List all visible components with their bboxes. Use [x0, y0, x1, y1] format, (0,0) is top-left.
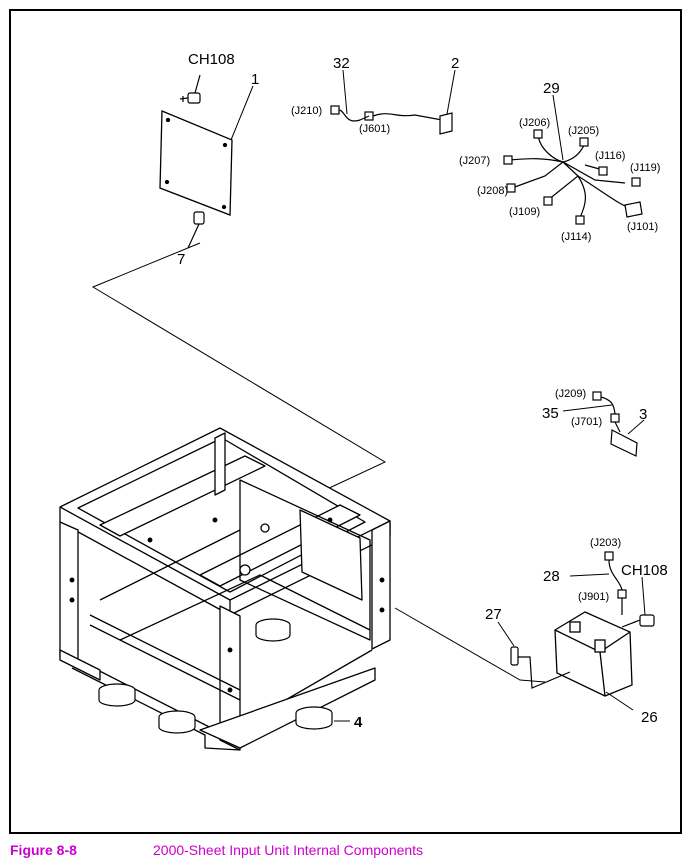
label-ch108-top: CH108: [188, 51, 235, 68]
label-j206: (J206): [519, 117, 550, 129]
label-part-26: 26: [641, 709, 658, 726]
label-j601: (J601): [359, 123, 390, 135]
leader-board-to-frame: [91, 242, 387, 498]
label-j210: (J210): [291, 105, 322, 117]
label-j203: (J203): [590, 537, 621, 549]
label-part-29: 29: [543, 80, 560, 97]
leader-1: [230, 85, 254, 141]
part-1-board: [159, 110, 233, 216]
part-27-connector: [497, 621, 571, 689]
label-j116: (J116): [595, 150, 625, 162]
screw-ch108-top: [179, 74, 201, 104]
label-part-7: 7: [177, 251, 185, 268]
label-part-3: 3: [639, 406, 647, 423]
label-part-32: 32: [333, 55, 350, 72]
figure-caption: Figure 8-8 2000-Sheet Input Unit Interna…: [0, 842, 691, 864]
label-j101: (J101): [627, 221, 658, 233]
label-j119: (J119): [630, 162, 660, 174]
label-j208: (J208): [477, 185, 508, 197]
figure-number: Figure 8-8: [10, 842, 77, 858]
part-28-cable: [569, 551, 627, 615]
figure-title: 2000-Sheet Input Unit Internal Component…: [153, 842, 424, 858]
label-j901: (J901): [578, 591, 609, 603]
label-j205: (J205): [568, 125, 599, 137]
label-part-2: 2: [451, 55, 459, 72]
label-ch108-bottom: CH108: [621, 562, 668, 579]
label-part-28: 28: [543, 568, 560, 585]
label-j114: (J114): [561, 231, 591, 243]
screw-7: [187, 211, 205, 249]
label-j701: (J701): [571, 416, 602, 428]
part-32-cable: [330, 69, 456, 135]
part-35-cable: [562, 391, 645, 457]
main-frame: [59, 427, 391, 751]
label-part-27: 27: [485, 606, 502, 623]
label-part-4: 4: [354, 714, 363, 731]
screw-ch108-bottom: [621, 576, 655, 628]
label-j207: (J207): [459, 155, 490, 167]
label-part-35: 35: [542, 405, 559, 422]
label-part-1: 1: [251, 71, 259, 88]
label-j209: (J209): [555, 388, 586, 400]
leader-frame-to-cover: [394, 607, 546, 683]
part-29-harness: [503, 94, 643, 225]
label-j109: (J109): [509, 206, 540, 218]
part-26-cover: [554, 611, 634, 711]
caster-feet: [98, 618, 333, 734]
